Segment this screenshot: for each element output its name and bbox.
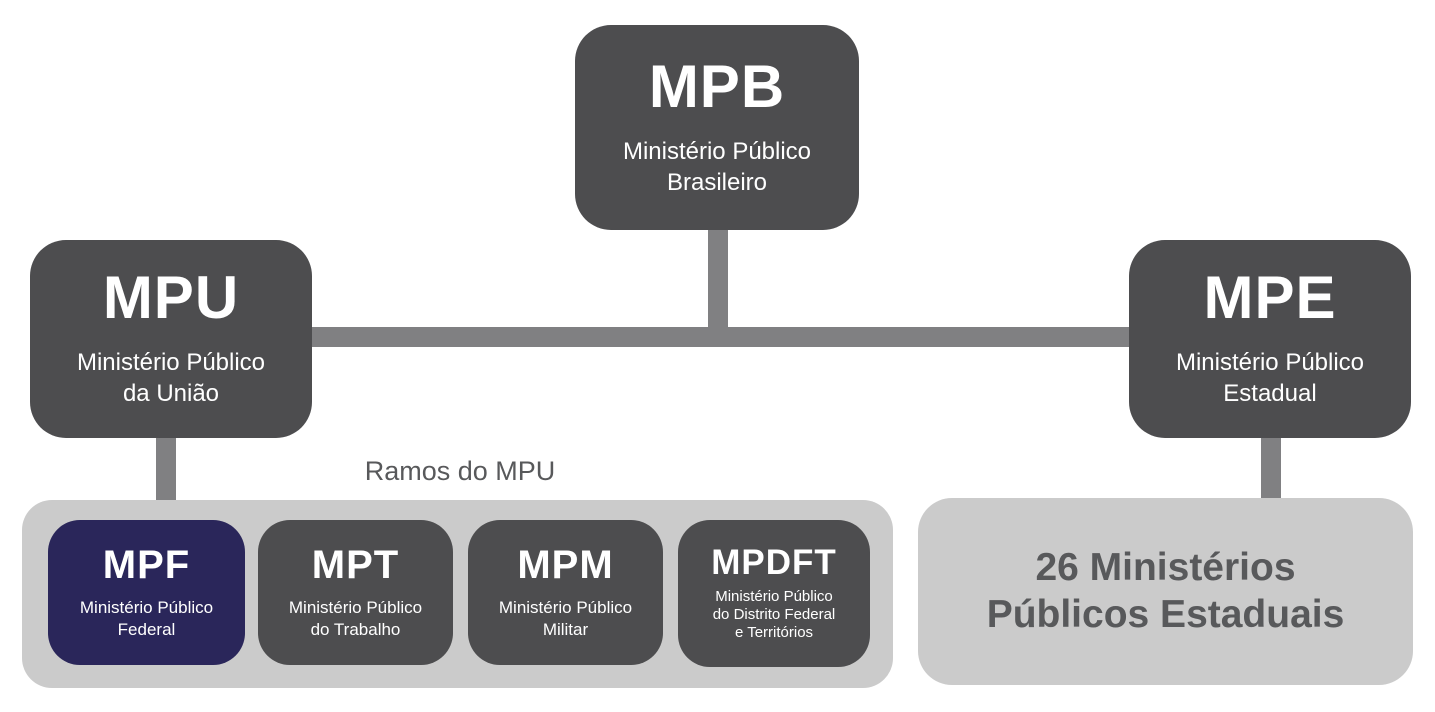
mpb-acronym: MPB (648, 52, 786, 120)
mpm-name: Ministério Público Militar (498, 598, 633, 639)
mpu-name: Ministério Público da União (76, 349, 266, 407)
mpe-name: Ministério Público Estadual (1175, 349, 1365, 407)
node-mpb: MPB Ministério Público Brasileiro (575, 25, 859, 230)
connector-mpe-to-estaduais (1261, 430, 1281, 505)
node-mpu: MPU Ministério Público da União (30, 240, 312, 438)
mpt-name: Ministério Público do Trabalho (288, 598, 423, 639)
mpf-acronym: MPF (102, 543, 191, 588)
connector-mpb-vertical (708, 220, 728, 347)
node-mpt: MPT Ministério Público do Trabalho (258, 520, 453, 665)
mpf-name: Ministério Público Federal (79, 598, 214, 639)
mpm-acronym: MPM (517, 543, 614, 588)
connector-mpu-to-ramos (156, 430, 176, 505)
mpu-acronym: MPU (102, 264, 240, 332)
estaduais-label: 26 Ministérios Públicos Estaduais (986, 545, 1345, 636)
node-estaduais: 26 Ministérios Públicos Estaduais (918, 498, 1413, 685)
node-mpdft: MPDFT Ministério Público do Distrito Fed… (678, 520, 870, 667)
mpt-acronym: MPT (311, 543, 400, 588)
ramos-group-label: Ramos do MPU (364, 456, 556, 486)
node-mpm: MPM Ministério Público Militar (468, 520, 663, 665)
mpb-name: Ministério Público Brasileiro (622, 137, 812, 196)
mpe-acronym: MPE (1203, 264, 1337, 332)
node-mpe: MPE Ministério Público Estadual (1129, 240, 1411, 438)
mpdft-name: Ministério Público do Distrito Federal e… (712, 587, 836, 642)
node-mpf: MPF Ministério Público Federal (48, 520, 245, 665)
mpdft-acronym: MPDFT (711, 542, 837, 582)
